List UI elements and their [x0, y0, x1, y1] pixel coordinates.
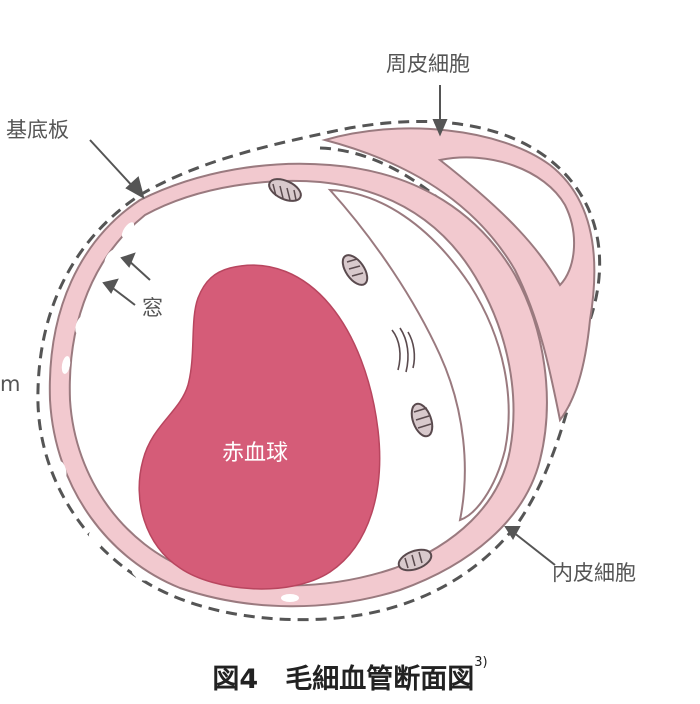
red-blood-cell — [138, 264, 381, 590]
basement-membrane-label: 基底板 — [6, 118, 69, 142]
mitochondrion — [397, 548, 433, 572]
fenestra-label: 窓 — [142, 296, 163, 320]
mitochondrion — [410, 402, 434, 438]
caption-text: 図4 毛細血管断面図 — [212, 664, 475, 695]
fenestra-arrow — [102, 278, 136, 306]
pericyte-lumen — [437, 156, 576, 287]
mitochondrion — [268, 178, 302, 202]
red-blood-cell-label: 赤血球 — [222, 441, 289, 466]
caption-reference: 3) — [474, 655, 488, 670]
basement-membrane-arrow — [89, 139, 145, 200]
endothelial-cell-arrow — [504, 526, 556, 566]
basement-membrane-outer — [36, 120, 602, 622]
golgi-apparatus — [391, 327, 416, 373]
partial-left-label: m — [0, 372, 21, 396]
endothelial-cell-label: 内皮細胞 — [552, 561, 636, 585]
mitochondrion — [341, 254, 369, 286]
pericyte-label: 周皮細胞 — [386, 52, 470, 76]
figure-caption: 図4 毛細血管断面図3) — [0, 655, 700, 696]
fenestra-gaps — [57, 222, 299, 602]
endothelial-vacuole — [327, 188, 510, 522]
pericyte-arrow — [432, 85, 448, 137]
endothelial-wall — [48, 162, 548, 608]
fenestra-arrow — [120, 252, 151, 281]
